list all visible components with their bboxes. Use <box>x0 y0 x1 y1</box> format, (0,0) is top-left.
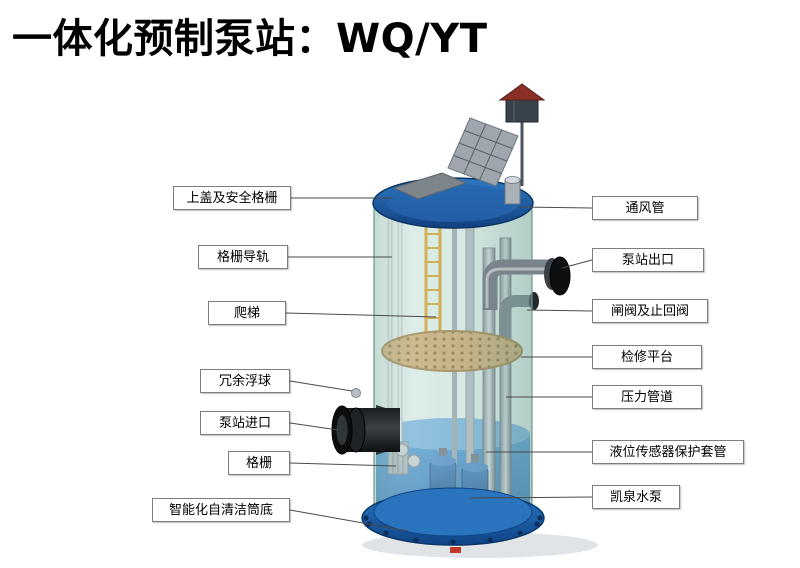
hatch-cover-graphic <box>392 172 468 200</box>
page-title: 一体化预制泵站：WQ/YT <box>12 16 488 62</box>
control-box-graphic <box>498 83 546 186</box>
tank-base <box>361 487 545 553</box>
label-gate-check-valve: 闸阀及止回阀 <box>592 299 708 323</box>
label-redundant-float: 冗余浮球 <box>200 369 290 393</box>
tank-glass-front <box>374 202 532 536</box>
label-pressure-pipe: 压力管道 <box>592 385 702 409</box>
label-kaiquan-pump: 凯泉水泵 <box>592 485 680 509</box>
label-station-outlet: 泵站出口 <box>592 248 704 272</box>
redundant-float-graphic <box>351 388 361 398</box>
label-self-cleaning-bottom: 智能化自清洁筒底 <box>152 498 290 522</box>
vent-pipe-graphic <box>504 176 521 205</box>
label-station-inlet: 泵站进口 <box>200 411 290 435</box>
label-maintenance-platform: 检修平台 <box>592 345 702 369</box>
label-grille: 格栅 <box>228 451 290 475</box>
label-ladder: 爬梯 <box>208 301 286 325</box>
label-level-sensor-sleeve: 液位传感器保护套管 <box>592 440 744 464</box>
outlet-pipe-graphic <box>482 256 571 310</box>
leader-lines <box>285 197 593 532</box>
label-vent-pipe: 通风管 <box>592 196 698 220</box>
label-grille-guide-rail: 格栅导轨 <box>198 245 288 269</box>
inlet-pipe-graphic <box>331 405 400 455</box>
brand-mark <box>450 547 461 553</box>
solar-panel-graphic <box>447 117 519 187</box>
label-top-cover-safety-grille: 上盖及安全格栅 <box>173 186 291 210</box>
